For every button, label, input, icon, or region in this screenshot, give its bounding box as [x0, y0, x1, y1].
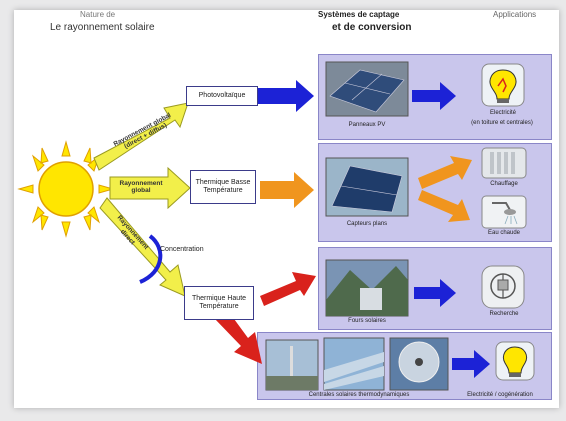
concentration-lens-icon [139, 234, 163, 284]
arrow-to-pv [258, 80, 314, 112]
header-left: Le rayonnement solaire [50, 22, 155, 33]
arrow-to-power-plants [214, 308, 262, 364]
header-mid: et de conversion [332, 22, 412, 33]
pv-panels-photo [325, 61, 409, 117]
caption-eau-chaude: Eau chaude [487, 230, 521, 236]
shower-icon [481, 195, 527, 229]
arrow-ovens-to-research [414, 279, 456, 307]
solar-furnace-photo [325, 259, 409, 317]
tower-plant-photo [265, 339, 319, 391]
arrow-to-hot-water [418, 190, 470, 222]
flat-collector-photo [325, 157, 409, 217]
ray-arrow-global-direct-diffus [93, 102, 189, 171]
arrow-to-heating [418, 156, 472, 189]
lightbulb-cogeneration-icon [495, 341, 535, 381]
caption-electricite: Electricité [489, 110, 516, 116]
caption-fours-solaires: Fours solaires [348, 318, 386, 324]
caption-recherche: Recherche [489, 311, 519, 317]
box-thermique-basse: Thermique Basse Température [190, 170, 256, 204]
ray-arrow-direct [99, 197, 186, 297]
lightbulb-icon [481, 63, 525, 107]
caption-electricite-cogeneration: Electricité / cogénération [467, 392, 533, 398]
box-thermique-haute: Thermique Haute Température [184, 286, 254, 320]
caption-centrales: Centrales solaires thermodynamiques [308, 392, 410, 398]
research-icon [481, 265, 525, 309]
arrow-to-solar-ovens [260, 272, 316, 306]
dish-plant-photo [389, 337, 449, 391]
ray-arrow-global [109, 166, 191, 210]
caption-panneaux-pv: Panneaux PV [348, 122, 386, 128]
radiator-icon [481, 147, 527, 179]
header-left-top: Nature de [80, 10, 116, 19]
header-mid-top: Systèmes de captage [318, 10, 400, 19]
arrow-to-flat-collectors [260, 172, 314, 208]
caption-capteurs-plans: Capteurs plans [346, 221, 388, 227]
arrow-pv-to-electricity [412, 82, 456, 110]
concentration-label: Concentration [160, 246, 204, 253]
header-right: Applications [493, 10, 537, 19]
ray-label-global: Rayonnement global [119, 180, 163, 194]
sun-icon [17, 140, 115, 238]
caption-electricite-sub: (en toiture et centrales) [471, 120, 533, 126]
box-photovoltaique: Photovoltaïque [186, 86, 258, 106]
arrow-plants-to-electricity [452, 350, 490, 378]
caption-chauffage: Chauffage [490, 181, 518, 187]
parabolic-trough-photo [323, 337, 385, 391]
